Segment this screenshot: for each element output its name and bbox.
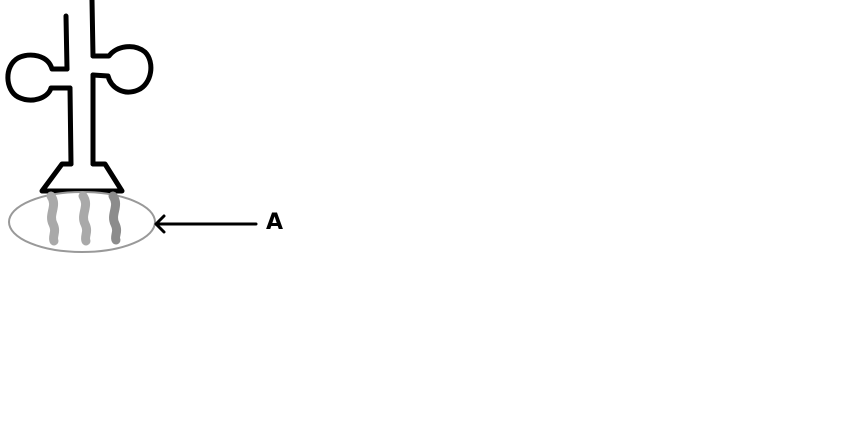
label-a: A xyxy=(266,210,283,235)
acceptor-stem-right xyxy=(89,0,96,59)
acceptor-stem-left xyxy=(63,13,70,72)
strand-1 xyxy=(46,191,60,246)
strand-3 xyxy=(108,191,122,245)
left-loop xyxy=(5,52,73,103)
right-loop xyxy=(90,44,154,95)
central-stem-left xyxy=(67,85,74,167)
arrow-left-icon xyxy=(154,214,258,234)
strand-2 xyxy=(78,191,92,246)
trna-cloverleaf-icon xyxy=(5,0,154,194)
arrow-head xyxy=(154,214,166,234)
anticodon-foot xyxy=(39,161,125,194)
binding-site-ellipse-icon xyxy=(8,191,156,253)
